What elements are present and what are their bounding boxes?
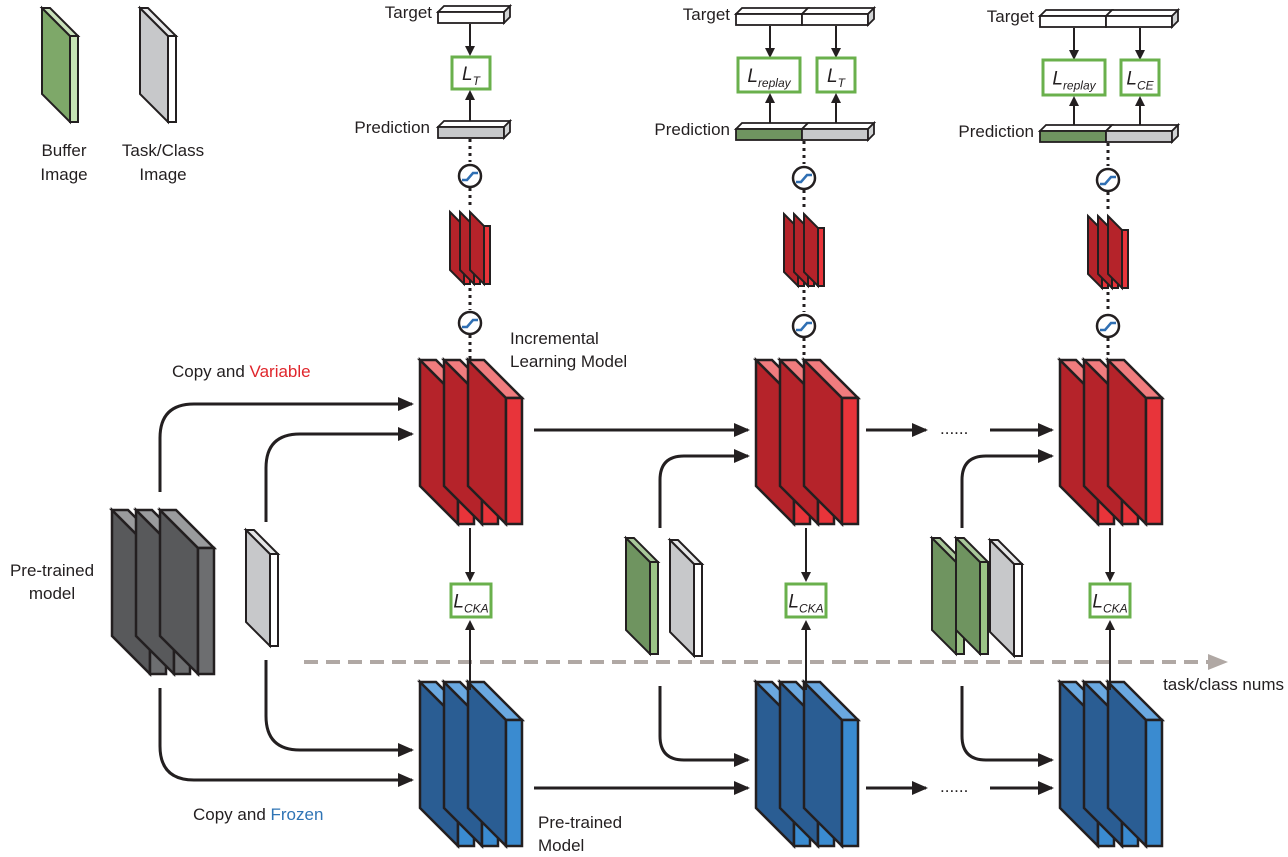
sigmoid-3b	[1095, 313, 1121, 339]
incremental-model-stack-1	[416, 356, 526, 528]
prediction-bar-3	[1037, 122, 1181, 145]
loss-T-2-text: LT	[827, 66, 847, 90]
axis-label: task/class nums	[1163, 675, 1284, 694]
feature-stack-2	[783, 211, 825, 289]
task-image-1	[243, 527, 281, 649]
legend-buffer-label-2: Image	[40, 165, 87, 184]
sigmoid-2b	[791, 313, 817, 339]
sigmoid-2a	[791, 165, 817, 191]
legend-buffer-image	[39, 5, 81, 125]
sigmoid-3a	[1095, 167, 1121, 193]
loss-CKA-1: LCKA	[449, 582, 493, 619]
loss-T-1: LT	[450, 55, 492, 91]
loss-CE-3: LCE	[1119, 58, 1161, 97]
prediction-bar-2	[733, 120, 877, 143]
feature-stack-3	[1087, 213, 1129, 291]
col2-to-incremental-arrow	[658, 449, 750, 528]
pretrained-model-block	[108, 506, 218, 678]
task-image-col3	[987, 537, 1025, 659]
loss-replay-2: Lreplay	[736, 56, 802, 94]
loss-T-2: LT	[815, 56, 857, 94]
loss-CE-3-text: LCE	[1126, 69, 1154, 93]
target-bar-2	[733, 5, 877, 28]
incremental-label-1: Incremental	[510, 329, 599, 348]
incremental-label-2: Learning Model	[510, 352, 627, 371]
copy-frozen-arrow	[158, 688, 414, 787]
legend-task-image	[137, 5, 179, 125]
loss-CKA-3: LCKA	[1088, 582, 1132, 619]
copy-variable-arrow	[158, 397, 414, 492]
target-label-3: Target	[987, 7, 1035, 26]
loss-replay-3: Lreplay	[1041, 58, 1107, 97]
task-to-incremental-arrow	[264, 427, 414, 522]
task-to-frozen-arrow	[264, 660, 414, 757]
legend-buffer-label-1: Buffer	[41, 141, 86, 160]
loss-T-1-text: LT	[462, 64, 482, 88]
loss-CKA-1-text: LCKA	[453, 592, 488, 616]
sigmoid-1a	[457, 163, 483, 189]
target-label-2: Target	[683, 5, 731, 24]
copy-variable-label: Copy and Variable	[172, 362, 311, 381]
prediction-label-2: Prediction	[654, 120, 730, 139]
target-bar-1	[435, 3, 513, 26]
frozen-model-stack-1	[416, 678, 526, 850]
incremental-model-stack-3	[1056, 356, 1166, 528]
dots-top: ......	[940, 419, 968, 438]
pretrained-label-2: model	[29, 584, 75, 603]
feature-stack-1	[449, 209, 491, 287]
buffer-image-col3-b	[953, 535, 991, 657]
sigmoid-1b	[457, 310, 483, 336]
frozen-model-stack-3	[1056, 678, 1166, 850]
target-label-1: Target	[385, 3, 433, 22]
copy-frozen-label: Copy and Frozen	[193, 805, 323, 824]
pretrained-model-label-1: Pre-trained	[538, 813, 622, 832]
loss-CKA-2-text: LCKA	[788, 592, 823, 616]
legend-task-label-1: Task/Class	[122, 141, 204, 160]
prediction-label-3: Prediction	[958, 122, 1034, 141]
incremental-model-stack-2	[752, 356, 862, 528]
loss-replay-2-text: Lreplay	[747, 66, 791, 90]
task-image-col2	[667, 537, 705, 659]
pretrained-model-label-2: Model	[538, 836, 584, 855]
prediction-label-1: Prediction	[354, 118, 430, 137]
col3-to-incremental-arrow	[960, 449, 1054, 528]
legend-task-label-2: Image	[139, 165, 186, 184]
col3-to-frozen-arrow	[960, 686, 1054, 767]
loss-CKA-2: LCKA	[784, 582, 828, 619]
buffer-image-col2	[623, 535, 661, 657]
prediction-bar-1	[435, 118, 513, 141]
target-bar-3	[1037, 7, 1181, 30]
pretrained-label-1: Pre-trained	[10, 561, 94, 580]
loss-replay-3-text: Lreplay	[1052, 69, 1096, 93]
dots-bottom: ......	[940, 777, 968, 796]
loss-CKA-3-text: LCKA	[1092, 592, 1127, 616]
col2-to-frozen-arrow	[658, 686, 750, 767]
pretrained-model-stack	[108, 506, 218, 678]
frozen-model-stack-2	[752, 678, 862, 850]
